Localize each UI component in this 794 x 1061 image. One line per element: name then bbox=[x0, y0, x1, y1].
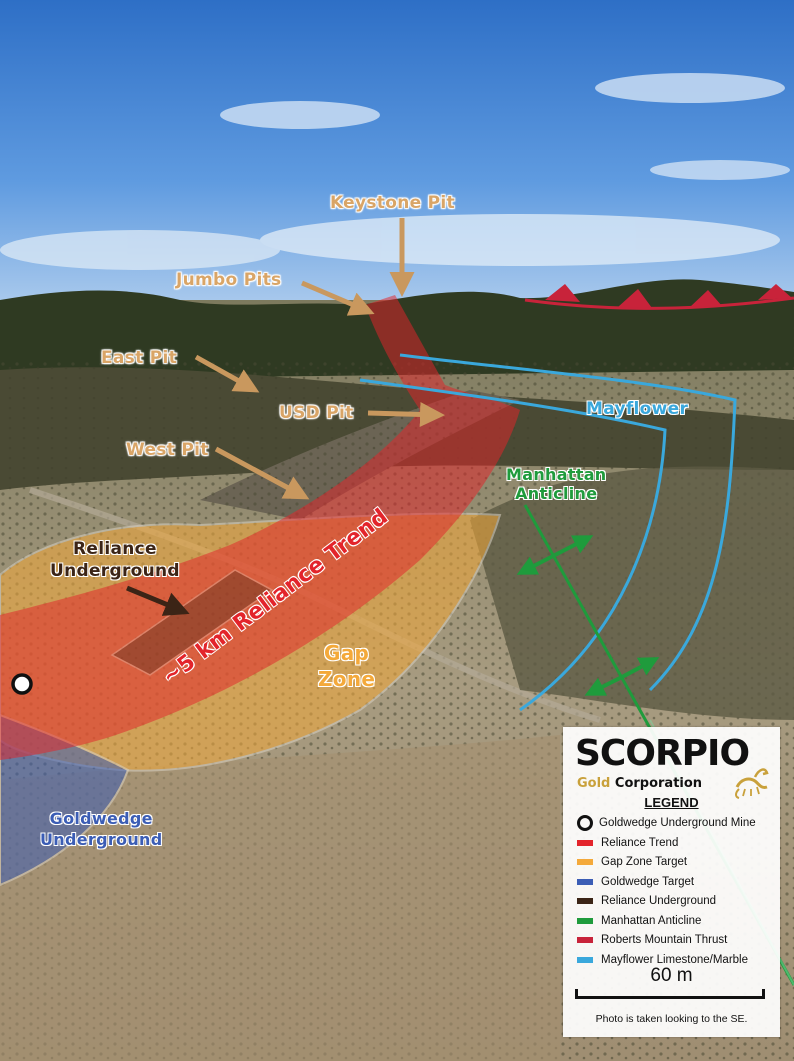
brand-logo: SCORPIO bbox=[575, 733, 750, 774]
legend-item-label: Mayflower Limestone/Marble bbox=[601, 953, 749, 966]
reliance-underground-line1: Reliance bbox=[73, 539, 157, 559]
legend-panel: SCORPIO Gold Corporation LEGEND Goldwedg… bbox=[563, 727, 780, 1037]
brand-subtitle: Gold Corporation bbox=[577, 776, 702, 791]
reliance-underground-label: Reliance Underground bbox=[50, 538, 180, 582]
legend-item: Mayflower Limestone/Marble bbox=[577, 952, 748, 968]
legend-swatch bbox=[577, 878, 593, 885]
scale-bar bbox=[575, 989, 765, 999]
legend-item-label: Gap Zone Target bbox=[601, 856, 688, 868]
legend-item-label: Goldwedge Underground Mine bbox=[599, 817, 756, 829]
legend-item-label: Roberts Mountain Thrust bbox=[601, 934, 728, 946]
goldwedge-underground-label: Goldwedge Underground bbox=[40, 808, 162, 850]
roberts-mountain-thrust bbox=[524, 284, 794, 310]
legend-item-label: Manhattan Anticline bbox=[601, 914, 702, 927]
legend-item: Goldwedge Target bbox=[577, 874, 694, 890]
legend-title: LEGEND bbox=[644, 795, 699, 810]
scale-label: 60 m bbox=[650, 965, 693, 986]
legend-item: Manhattan Anticline bbox=[577, 913, 701, 929]
legend-swatch bbox=[577, 898, 593, 904]
west-pit-label: West Pit bbox=[126, 440, 209, 460]
manhattan-label-line1: Manhattan bbox=[506, 465, 607, 484]
reliance-trend bbox=[0, 295, 520, 760]
goldwedge-line2: Underground bbox=[40, 830, 163, 849]
legend-item: Gap Zone Target bbox=[577, 854, 687, 870]
mine-ring-icon bbox=[577, 815, 593, 831]
legend-item: Reliance Underground bbox=[577, 893, 716, 909]
brand-gold: Gold bbox=[577, 776, 611, 791]
reliance-underground-line2: Underground bbox=[50, 561, 180, 581]
legend-item-label: Reliance Trend bbox=[601, 836, 679, 849]
brand-corporation: Corporation bbox=[614, 776, 703, 791]
hill-right bbox=[470, 466, 794, 720]
foreground-slope bbox=[0, 735, 560, 1061]
mayflower-line-lower bbox=[359, 378, 667, 712]
manhattan-label-line2: Anticline bbox=[515, 484, 598, 503]
mayflower-line-upper bbox=[399, 353, 737, 692]
gap-zone-line1: Gap bbox=[324, 641, 370, 665]
reliance-underground-area bbox=[110, 569, 274, 676]
legend-item: Goldwedge Underground Mine bbox=[577, 815, 756, 831]
legend-swatch bbox=[577, 859, 593, 865]
legend-swatch bbox=[577, 839, 593, 846]
legend-item-label: Goldwedge Target bbox=[601, 875, 695, 888]
goldwedge-mine-marker bbox=[11, 673, 33, 695]
mayflower-label: Mayflower bbox=[586, 399, 689, 419]
photo-note: Photo is taken looking to the SE. bbox=[595, 1013, 748, 1025]
legend-swatch bbox=[577, 937, 593, 943]
scorpion-icon bbox=[735, 768, 769, 799]
gap-zone-line2: Zone bbox=[318, 667, 376, 691]
usd-pit-label: USD Pit bbox=[279, 403, 354, 423]
legend-item: Roberts Mountain Thrust bbox=[577, 932, 727, 948]
pit-arrows bbox=[126, 218, 445, 616]
legend-swatch bbox=[577, 956, 593, 963]
legend-swatch bbox=[577, 917, 593, 924]
legend-item: Reliance Trend bbox=[577, 835, 678, 851]
clouds bbox=[0, 73, 790, 270]
gap-zone-label: Gap Zone bbox=[318, 640, 375, 692]
manhattan-anticline-label: Manhattan Anticline bbox=[506, 465, 606, 503]
goldwedge-line1: Goldwedge bbox=[49, 809, 153, 828]
legend-item-label: Reliance Underground bbox=[601, 895, 717, 907]
jumbo-pits-label: Jumbo Pits bbox=[176, 270, 282, 290]
east-pit-label: East Pit bbox=[101, 348, 178, 368]
keystone-pit-label: Keystone Pit bbox=[330, 193, 455, 213]
